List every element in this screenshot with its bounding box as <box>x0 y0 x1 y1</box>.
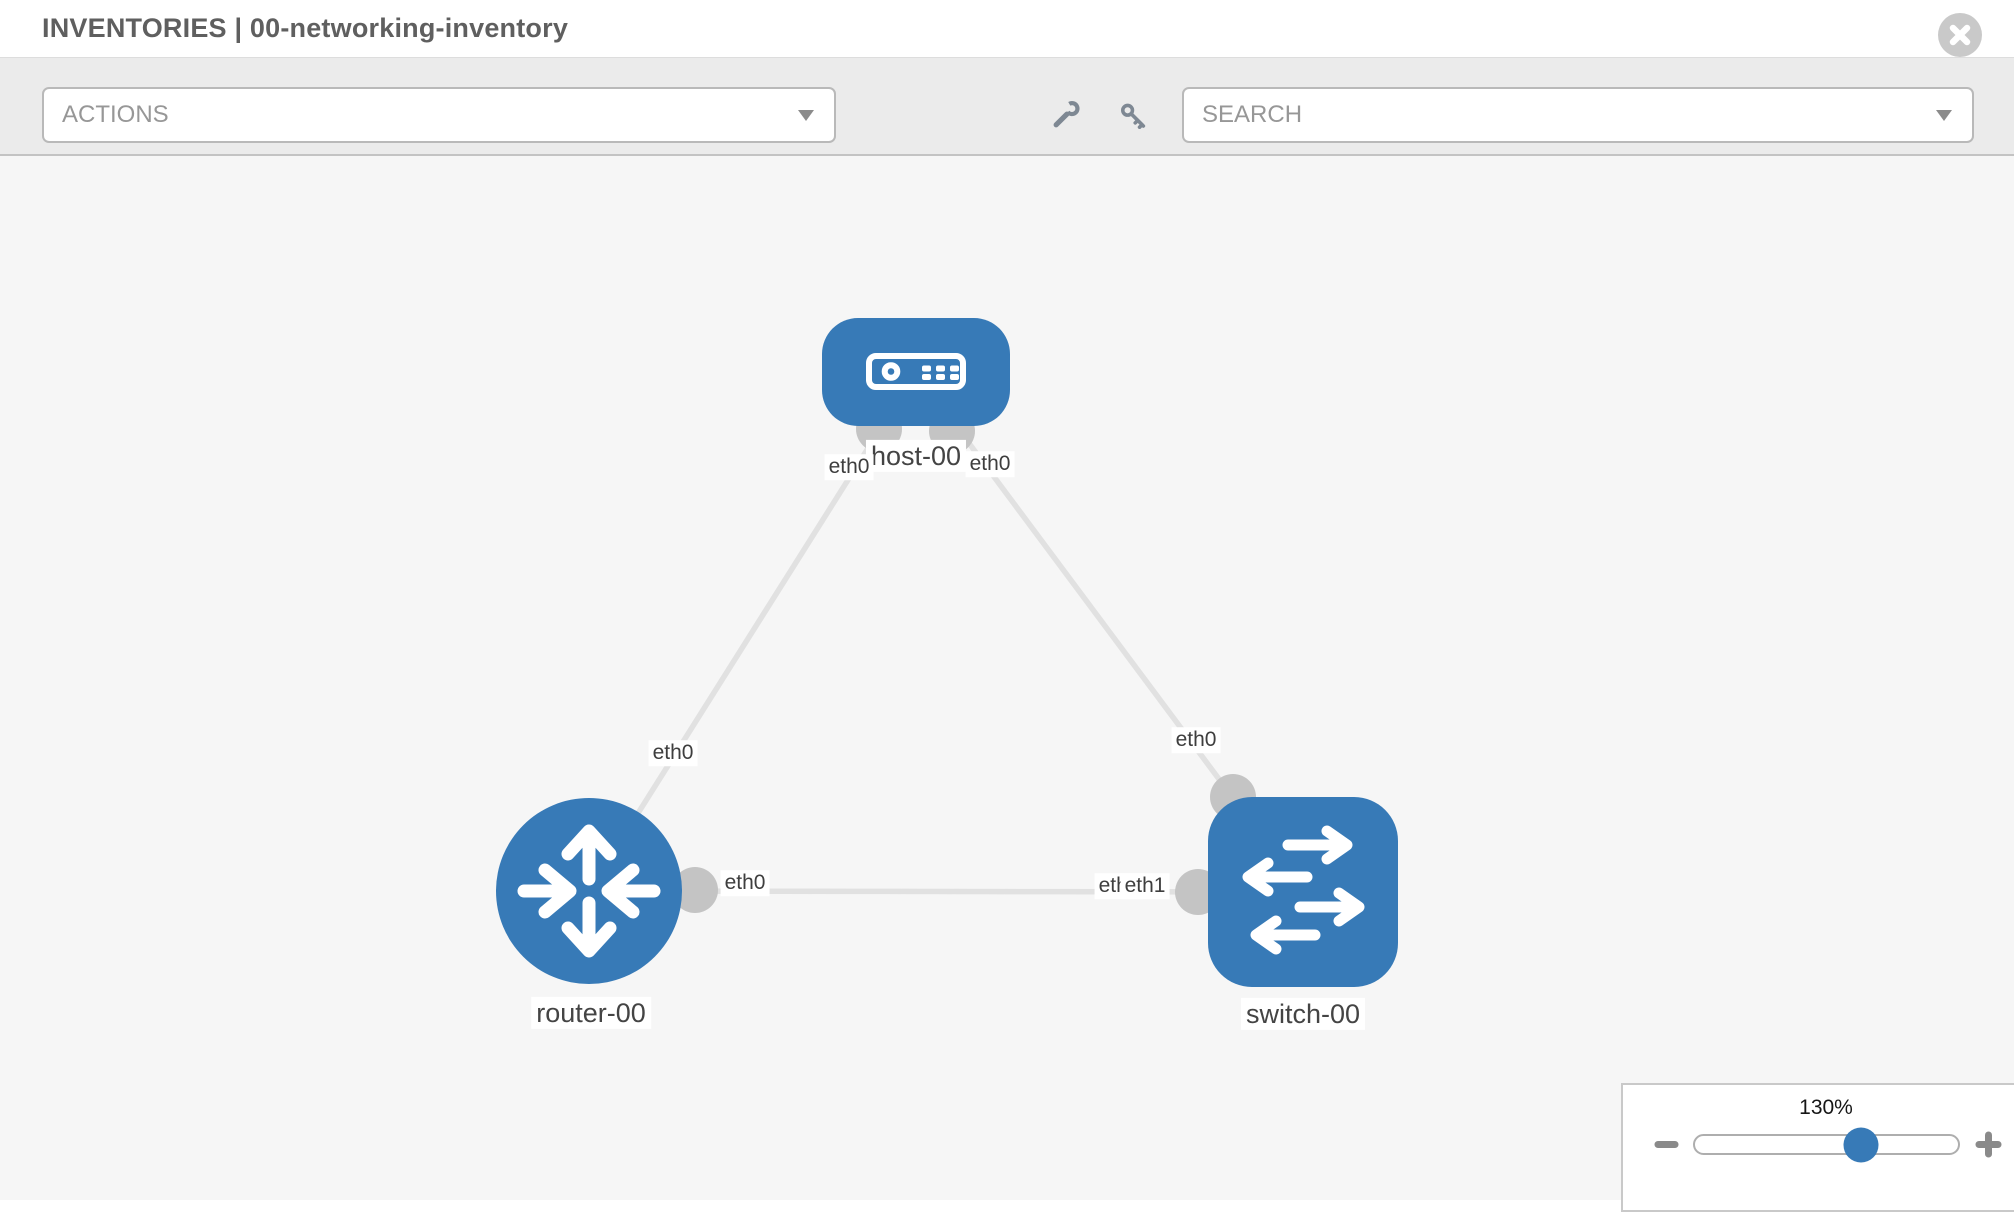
node-switch-00[interactable] <box>1208 797 1398 987</box>
tools-button[interactable] <box>1038 87 1094 143</box>
actions-dropdown[interactable]: ACTIONS <box>42 87 836 143</box>
search-dropdown[interactable]: SEARCH <box>1182 87 1974 143</box>
host-icon <box>866 353 966 390</box>
key-button[interactable] <box>1105 87 1161 143</box>
minus-icon <box>1654 1140 1678 1148</box>
interface-port <box>672 867 718 913</box>
key-icon <box>1120 103 1146 129</box>
wrench-icon <box>1053 101 1080 128</box>
zoom-panel: 130% <box>1621 1083 2014 1212</box>
node-router-00[interactable] <box>496 798 682 984</box>
chevron-down-icon <box>1936 110 1952 121</box>
chevron-down-icon <box>798 110 814 121</box>
zoom-level-value: 130% <box>1799 1096 1853 1119</box>
topology-graph <box>496 318 1398 987</box>
zoom-out-button[interactable] <box>1651 1130 1681 1158</box>
switch-icon <box>1242 825 1365 955</box>
zoom-slider-track[interactable] <box>1693 1127 1960 1162</box>
search-placeholder: SEARCH <box>1202 101 1303 128</box>
switch-shape <box>1208 797 1398 987</box>
close-icon <box>1949 24 1971 46</box>
plus-icon <box>1975 1131 2001 1157</box>
zoom-slider-knob[interactable] <box>1843 1127 1879 1162</box>
host-shape <box>822 318 1010 426</box>
close-button[interactable] <box>1938 13 1982 57</box>
router-icon <box>517 824 661 958</box>
router-shape <box>496 798 682 984</box>
page-title: INVENTORIES | 00-networking-inventory <box>42 13 569 43</box>
toolbar: ACTIONS SEARCH <box>0 57 2014 156</box>
zoom-in-button[interactable] <box>1973 1130 2003 1158</box>
node-host-00[interactable] <box>822 318 1010 426</box>
actions-dropdown-label: ACTIONS <box>62 101 169 128</box>
panel-header: INVENTORIES | 00-networking-inventory <box>0 0 2014 57</box>
